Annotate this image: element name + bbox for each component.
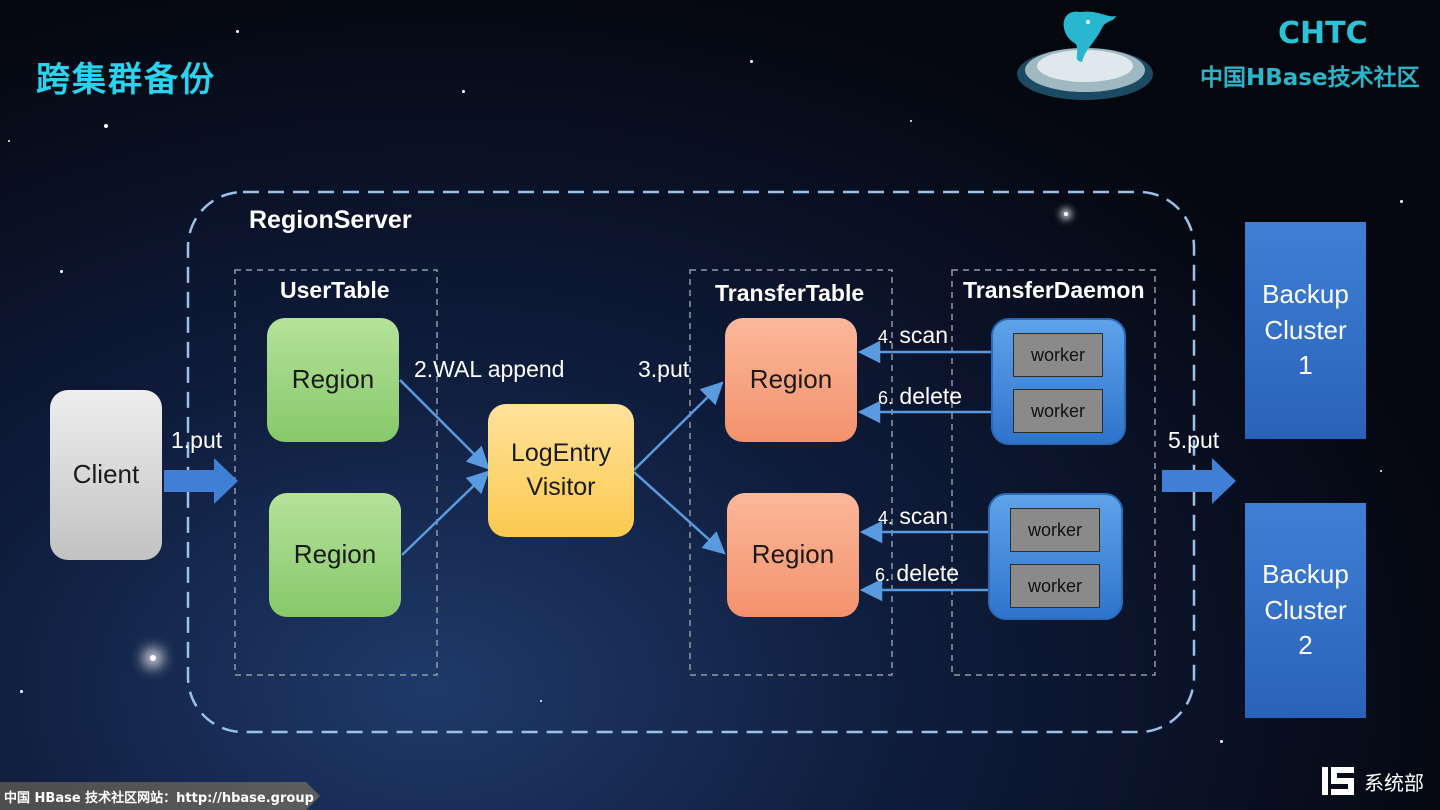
- put5-big-arrow: [1162, 458, 1236, 504]
- edge-label-put1: 1.put: [171, 427, 223, 453]
- footer-bar: [0, 782, 320, 810]
- transfer-region-2: Region: [727, 493, 859, 617]
- transfertable-label: TransferTable: [715, 280, 865, 306]
- wal-line-1: [399, 379, 490, 470]
- edge-label-wal: 2.WAL append: [414, 356, 565, 382]
- brand-name: CHTC: [1278, 16, 1368, 51]
- user-region-1: Region: [267, 318, 399, 442]
- wal-line-2: [401, 470, 490, 556]
- transfertable-boundary: [689, 269, 893, 676]
- hbase-orca-logo: [1017, 11, 1153, 100]
- edge-label-delete-2: 6. delete: [875, 560, 960, 586]
- isys-logo-icon: [1322, 767, 1354, 795]
- footer-site-link[interactable]: 中国 HBase 技术社区网站：http://hbase.group: [4, 791, 314, 806]
- user-region-2: Region: [269, 493, 401, 617]
- edge-label-put3: 3.put: [638, 356, 690, 382]
- backup-cluster-1: Backup Cluster 1: [1245, 222, 1366, 439]
- put3-line-2: [633, 471, 726, 555]
- usertable-label: UserTable: [280, 277, 390, 303]
- put1-big-arrow: [164, 458, 238, 504]
- dept-logo: 系统部: [1318, 760, 1428, 802]
- transferdaemon-boundary: [951, 269, 1156, 676]
- edge-label-scan-1: 4. scan: [878, 322, 948, 348]
- regionserver-label: RegionServer: [249, 206, 412, 234]
- worker-3: worker: [1010, 508, 1100, 552]
- edge-label-scan-2: 4. scan: [878, 503, 948, 529]
- backup-cluster-2: Backup Cluster 2: [1245, 503, 1366, 718]
- worker-1: worker: [1013, 333, 1103, 377]
- worker-4: worker: [1010, 564, 1100, 608]
- usertable-boundary: [234, 269, 438, 676]
- transfer-region-1: Region: [725, 318, 857, 442]
- dept-name: 系统部: [1364, 770, 1424, 795]
- transferdaemon-label: TransferDaemon: [963, 277, 1145, 303]
- put3-line-1: [633, 381, 724, 471]
- regionserver-boundary: [186, 190, 1196, 734]
- logentry-visitor-node: LogEntry Visitor: [488, 404, 634, 537]
- brand-subtitle: 中国HBase技术社区: [1200, 65, 1420, 91]
- client-node: Client: [50, 390, 162, 560]
- slide-title: 跨集群备份: [36, 60, 216, 100]
- edge-label-put5: 5.put: [1168, 427, 1220, 453]
- edge-label-delete-1: 6. delete: [878, 383, 963, 409]
- worker-2: worker: [1013, 389, 1103, 433]
